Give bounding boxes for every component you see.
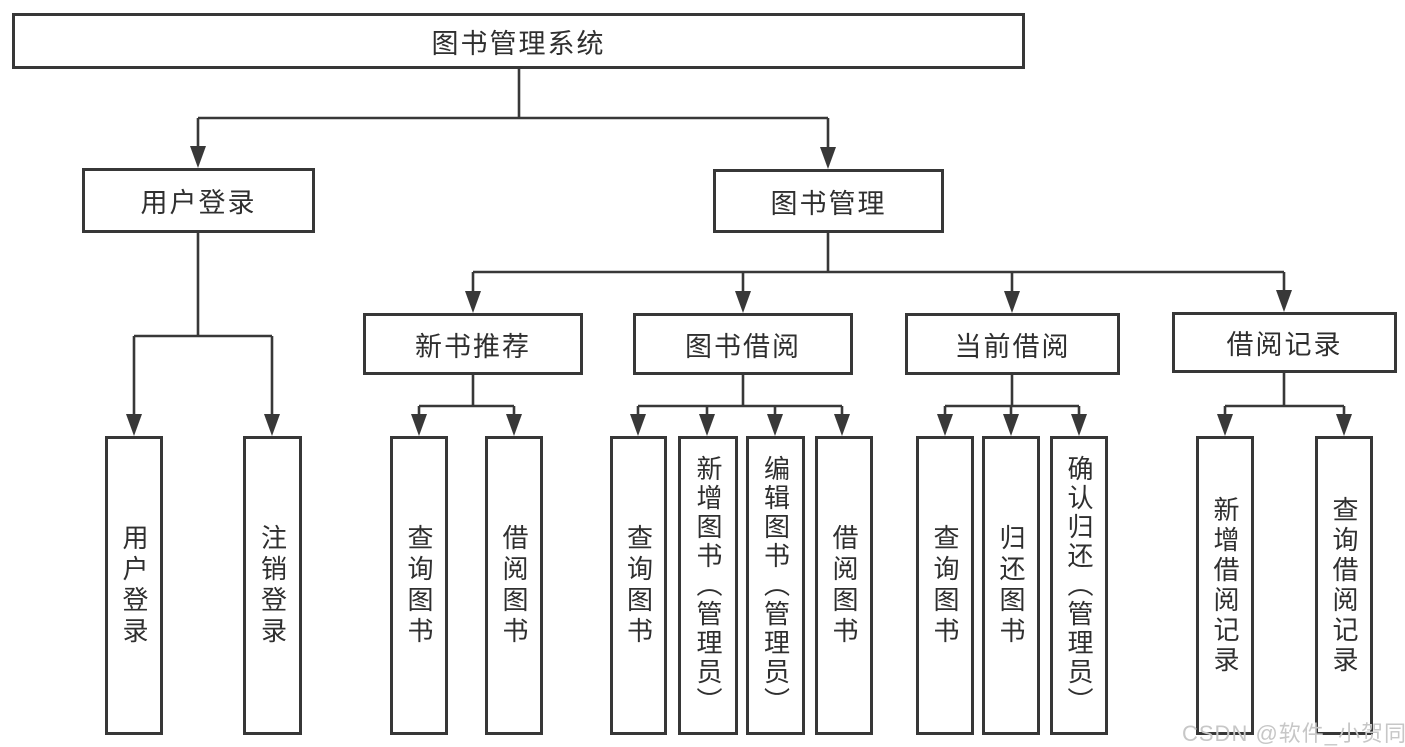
node-current-borrow: 当前借阅 — [905, 313, 1120, 375]
leaf-query-books-current: 查询图书 — [916, 436, 974, 735]
node-root-label: 图书管理系统 — [431, 28, 606, 59]
node-book-borrow-label: 图书借阅 — [685, 331, 801, 362]
node-user-login: 用户登录 — [82, 168, 315, 233]
leaf-add-borrow-record: 新增借阅记录 — [1196, 436, 1254, 735]
node-borrow-records: 借阅记录 — [1172, 312, 1397, 373]
leaf-query-books-recommend: 查询图书 — [390, 436, 448, 735]
leaf-user-login: 用户登录 — [105, 436, 163, 735]
leaf-add-books-admin: 新增图书（管理员） — [678, 436, 738, 735]
leaf-label: 查询图书 — [404, 523, 434, 648]
node-current-borrow-label: 当前借阅 — [954, 331, 1071, 362]
leaf-label: 查询图书 — [623, 523, 654, 648]
node-user-login-label: 用户登录 — [140, 188, 257, 218]
leaf-borrow-books-recommend: 借阅图书 — [485, 436, 543, 735]
leaf-confirm-return-admin: 确认归还（管理员） — [1050, 436, 1108, 735]
leaf-label: 归还图书 — [996, 523, 1026, 648]
leaf-label: 查询图书 — [930, 523, 960, 648]
leaf-label: 确认归还（管理员） — [1064, 455, 1094, 716]
leaf-label: 查询借阅记录 — [1329, 495, 1359, 676]
csdn-watermark: CSDN @软件_小贺同学 — [1182, 721, 1405, 746]
leaf-label: 注销登录 — [257, 523, 288, 648]
leaf-logout: 注销登录 — [243, 436, 302, 735]
leaf-borrow-books: 借阅图书 — [815, 436, 873, 735]
leaf-query-borrow-record: 查询借阅记录 — [1315, 436, 1373, 735]
node-book-borrow: 图书借阅 — [633, 313, 853, 375]
leaf-return-books: 归还图书 — [982, 436, 1040, 735]
node-new-book-recommend: 新书推荐 — [363, 313, 583, 375]
leaf-edit-books-admin: 编辑图书（管理员） — [746, 436, 805, 735]
node-root: 图书管理系统 — [12, 13, 1025, 69]
node-new-book-recommend-label: 新书推荐 — [415, 331, 531, 362]
leaf-label: 借阅图书 — [499, 523, 529, 648]
leaf-label: 用户登录 — [119, 523, 149, 648]
node-book-management-label: 图书管理 — [770, 188, 887, 219]
node-book-management: 图书管理 — [713, 169, 944, 233]
leaf-query-books-borrow: 查询图书 — [610, 436, 667, 735]
node-borrow-records-label: 借阅记录 — [1226, 330, 1343, 360]
leaf-label: 新增借阅记录 — [1210, 495, 1240, 676]
leaf-label: 借阅图书 — [829, 523, 859, 648]
leaf-label: 编辑图书（管理员） — [760, 455, 791, 716]
leaf-label: 新增图书（管理员） — [693, 455, 723, 716]
